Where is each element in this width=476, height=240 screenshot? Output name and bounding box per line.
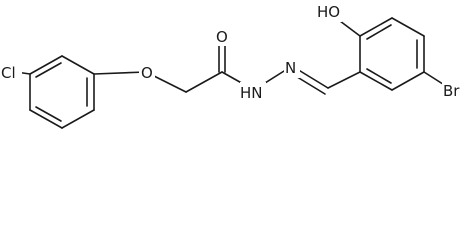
bond-ring2-2 [359, 17, 393, 37]
bond-ring2-6 [359, 71, 393, 91]
hydroxyl-label: HO [317, 3, 340, 21]
imine-nitrogen-label: N [285, 59, 296, 77]
bond-ring1-4 [29, 109, 63, 129]
bond-ring1-6 [29, 55, 63, 75]
ether-oxygen-label: O [141, 64, 153, 82]
bond-ring2-inner-c [366, 68, 392, 84]
bond-ring2-3 [391, 17, 425, 37]
bond-ring1-1 [61, 55, 95, 75]
bond-ch-ring [327, 71, 361, 89]
bond-ring2-5 [391, 71, 425, 91]
amide-nh-label: HN [240, 84, 263, 102]
bond-ch2-co [185, 71, 223, 93]
chemical-structure: Cl O O HN N HO Br [0, 2, 466, 129]
bond-ring1-inner-c [35, 62, 62, 78]
bond-ring1-3 [61, 109, 95, 129]
bond-ring1-inner-b [35, 106, 62, 122]
bond-ring2-inner-a [366, 24, 392, 40]
chlorine-label: Cl [1, 64, 16, 82]
atom-labels: Cl O O HN N HO Br [0, 2, 466, 102]
bromine-label: Br [443, 82, 460, 100]
bonds [15, 17, 447, 129]
bond-ring-o [93, 71, 147, 75]
carbonyl-oxygen-label: O [216, 28, 228, 46]
